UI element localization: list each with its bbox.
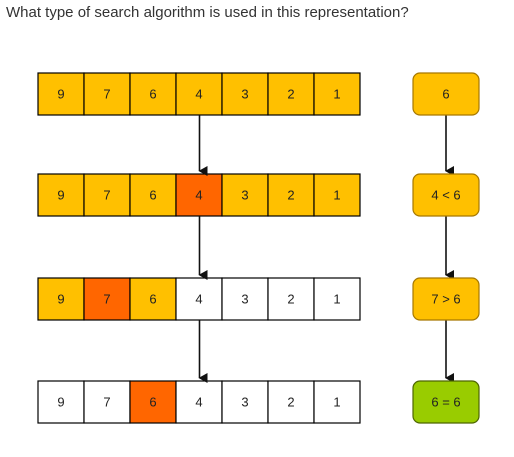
array-cell-value: 6	[149, 87, 156, 102]
array-cell-value: 7	[103, 292, 110, 307]
array-cell-value: 6	[149, 292, 156, 307]
array-cell-value: 6	[149, 188, 156, 203]
question-text: What type of search algorithm is used in…	[6, 4, 409, 21]
array-cell	[267, 72, 315, 116]
array-cell-value: 9	[57, 188, 64, 203]
array-cell	[313, 380, 361, 424]
array-row-1: 9 7 6 4 3 2 1	[37, 72, 361, 116]
array-cell	[83, 72, 131, 116]
array-cell	[175, 173, 223, 217]
array-cell-value: 2	[287, 292, 294, 307]
array-cell-value: 7	[103, 188, 110, 203]
array-row-2: 9 7 6 4 3 2 1	[37, 173, 361, 217]
array-cell-value: 7	[103, 87, 110, 102]
array-cell	[37, 277, 85, 321]
array-cell-value: 2	[287, 87, 294, 102]
array-cell	[221, 173, 269, 217]
array-cell-value: 9	[57, 292, 64, 307]
comparison-box-label: 6 = 6	[431, 395, 460, 410]
comparison-box-2: 4 < 6	[412, 173, 480, 217]
comparison-box-shape	[412, 72, 480, 116]
comparison-box-label: 4 < 6	[431, 188, 460, 203]
comparison-box-shape	[412, 277, 480, 321]
array-cell	[129, 173, 177, 217]
array-cell-value: 3	[241, 292, 248, 307]
array-cell-value: 7	[103, 395, 110, 410]
array-row-3: 9 7 6 4 3 2 1	[37, 277, 361, 321]
array-cell	[37, 173, 85, 217]
array-cell	[267, 380, 315, 424]
comparison-box-label: 7 > 6	[431, 292, 460, 307]
array-cell-value: 4	[195, 188, 202, 203]
array-cell-value: 4	[195, 87, 202, 102]
array-cell	[313, 72, 361, 116]
array-cell	[129, 380, 177, 424]
array-cell-value: 1	[333, 292, 340, 307]
array-cell-value: 1	[333, 395, 340, 410]
array-cell-value: 3	[241, 188, 248, 203]
comparison-box-4: 6 = 6	[412, 380, 480, 424]
array-cell-value: 3	[241, 395, 248, 410]
comparison-box-label: 6	[442, 87, 449, 102]
array-cell-value: 6	[149, 395, 156, 410]
array-cell-value: 1	[333, 87, 340, 102]
array-cell	[313, 277, 361, 321]
array-cell-value: 2	[287, 188, 294, 203]
array-cell-value: 4	[195, 395, 202, 410]
array-cell	[83, 173, 131, 217]
array-cell-value: 4	[195, 292, 202, 307]
array-cell	[313, 173, 361, 217]
array-cell-value: 1	[333, 188, 340, 203]
array-cell	[221, 277, 269, 321]
comparison-box-shape	[412, 173, 480, 217]
comparison-box-3: 7 > 6	[412, 277, 480, 321]
array-cell-value: 2	[287, 395, 294, 410]
comparison-box-shape	[412, 380, 480, 424]
array-cell	[267, 173, 315, 217]
array-row-4: 9 7 6 4 3 2 1	[37, 380, 361, 424]
array-cell	[221, 72, 269, 116]
array-cell-value: 9	[57, 87, 64, 102]
comparison-box-1: 6	[412, 72, 480, 116]
array-cell-value: 9	[57, 395, 64, 410]
array-cell-value: 3	[241, 87, 248, 102]
